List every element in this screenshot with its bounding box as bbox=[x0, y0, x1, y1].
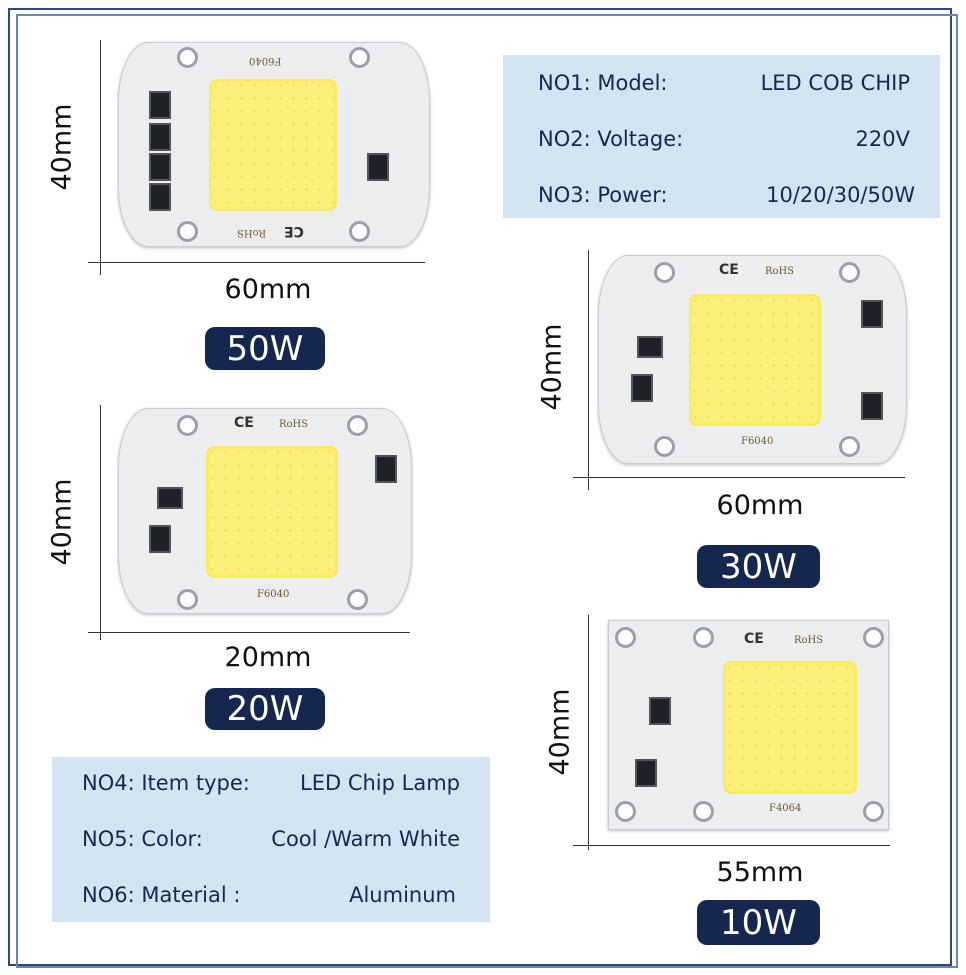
led-array bbox=[689, 294, 821, 426]
wattage-label: 50W bbox=[205, 327, 325, 370]
ce-mark: CE bbox=[284, 223, 304, 239]
rohs-mark: RoHS bbox=[279, 419, 309, 430]
height-dimension: 40mm bbox=[46, 478, 78, 566]
mount-hole bbox=[654, 262, 675, 283]
mount-hole bbox=[177, 415, 198, 436]
mount-hole bbox=[347, 415, 368, 436]
mount-hole bbox=[177, 221, 198, 242]
ce-mark: CE bbox=[234, 415, 254, 431]
solder-pad bbox=[635, 759, 657, 787]
dimension-line bbox=[88, 632, 410, 633]
solder-pad bbox=[367, 153, 389, 181]
solder-pad bbox=[149, 153, 171, 181]
solder-pad bbox=[649, 697, 671, 725]
chip-code: F6040 bbox=[249, 55, 282, 66]
mount-hole bbox=[863, 627, 884, 648]
spec-value: Aluminum bbox=[349, 883, 456, 907]
mount-hole bbox=[839, 436, 860, 457]
height-dimension: 40mm bbox=[46, 103, 78, 191]
solder-pad bbox=[157, 487, 183, 509]
chip-code: F6040 bbox=[257, 589, 290, 600]
mount-hole bbox=[693, 627, 714, 648]
dimension-line bbox=[100, 405, 101, 640]
width-dimension: 60mm bbox=[716, 490, 804, 521]
chip-code: F4064 bbox=[769, 803, 802, 814]
spec-key: NO4: Item type: bbox=[82, 771, 250, 795]
mount-hole bbox=[347, 589, 368, 610]
mount-hole bbox=[615, 627, 636, 648]
led-array bbox=[206, 446, 338, 578]
dimension-line bbox=[88, 262, 425, 263]
dimension-line bbox=[100, 40, 101, 275]
chip-50w: F6040 CE RoHS bbox=[118, 42, 430, 247]
wattage-label: 10W bbox=[697, 900, 820, 945]
mount-hole bbox=[693, 801, 714, 822]
mount-hole bbox=[863, 801, 884, 822]
spec-key: NO6: Material : bbox=[82, 883, 241, 907]
inner-frame bbox=[16, 14, 958, 968]
dimension-line bbox=[573, 845, 890, 846]
solder-pad bbox=[861, 392, 883, 420]
dimension-line bbox=[588, 250, 589, 490]
width-dimension: 55mm bbox=[716, 857, 804, 888]
spec-value: LED COB CHIP bbox=[760, 71, 910, 95]
solder-pad bbox=[861, 300, 883, 328]
chip-30w: CE RoHS F6040 bbox=[598, 255, 907, 464]
chip-code: F6040 bbox=[741, 436, 774, 447]
mount-hole bbox=[177, 589, 198, 610]
dimension-line bbox=[588, 615, 589, 850]
spec-box-bottom: NO4: Item type: LED Chip Lamp NO5: Color:… bbox=[52, 757, 490, 922]
solder-pad bbox=[149, 183, 171, 211]
led-array bbox=[723, 661, 857, 794]
spec-key: NO5: Color: bbox=[82, 827, 203, 851]
height-dimension: 40mm bbox=[536, 323, 568, 411]
solder-pad bbox=[149, 123, 171, 151]
outer-frame bbox=[8, 8, 952, 966]
spec-value: 220V bbox=[855, 127, 910, 151]
chip-20w: CE RoHS F6040 bbox=[118, 408, 412, 614]
rohs-mark: RoHS bbox=[237, 227, 267, 238]
mount-hole bbox=[177, 47, 198, 68]
ce-mark: CE bbox=[719, 262, 739, 278]
spec-value: LED Chip Lamp bbox=[300, 771, 460, 795]
dimension-line bbox=[573, 477, 905, 478]
rohs-mark: RoHS bbox=[794, 635, 824, 646]
mount-hole bbox=[654, 436, 675, 457]
mount-hole bbox=[349, 47, 370, 68]
solder-pad bbox=[631, 374, 653, 402]
height-dimension: 40mm bbox=[544, 688, 576, 776]
solder-pad bbox=[637, 336, 663, 358]
solder-pad bbox=[149, 525, 171, 553]
spec-value: Cool /Warm White bbox=[271, 827, 460, 851]
width-dimension: 20mm bbox=[224, 642, 312, 673]
led-array bbox=[209, 79, 337, 211]
wattage-label: 20W bbox=[205, 688, 325, 730]
spec-box-top: NO1: Model: LED COB CHIP NO2: Voltage: 220… bbox=[503, 55, 940, 218]
solder-pad bbox=[149, 91, 171, 119]
spec-key: NO2: Voltage: bbox=[538, 127, 684, 151]
spec-value: 10/20/30/50W bbox=[766, 183, 915, 207]
mount-hole bbox=[839, 262, 860, 283]
wattage-label: 30W bbox=[697, 545, 820, 588]
width-dimension: 60mm bbox=[224, 274, 312, 305]
rohs-mark: RoHS bbox=[765, 266, 795, 277]
solder-pad bbox=[375, 455, 397, 483]
spec-key: NO3: Power: bbox=[538, 183, 668, 207]
mount-hole bbox=[349, 221, 370, 242]
ce-mark: CE bbox=[744, 631, 764, 647]
mount-hole bbox=[615, 801, 636, 822]
spec-key: NO1: Model: bbox=[538, 71, 668, 95]
chip-10w: CE RoHS F4064 bbox=[608, 620, 889, 830]
